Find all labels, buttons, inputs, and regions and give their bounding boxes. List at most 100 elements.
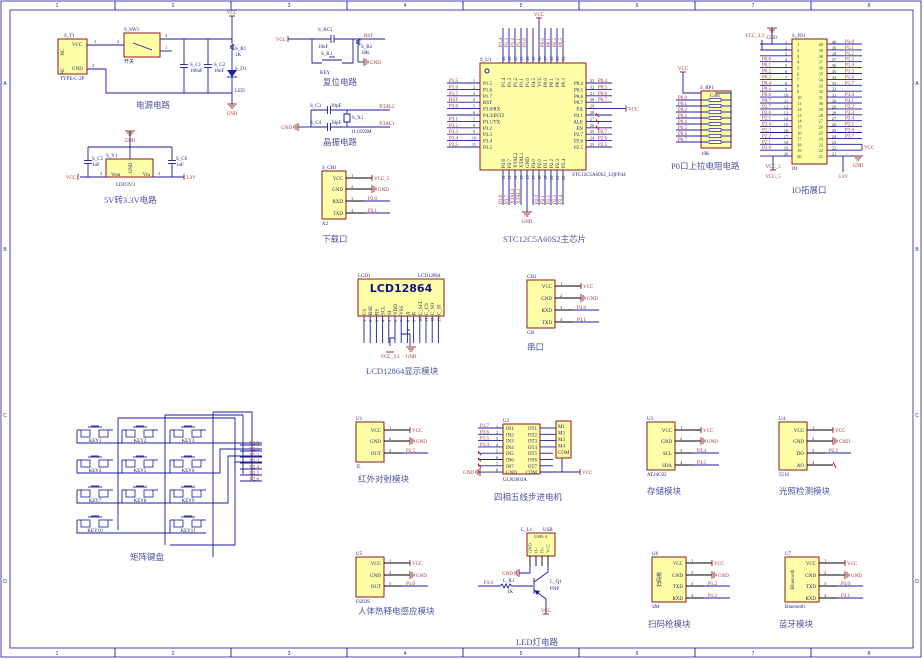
pin-number: 27	[819, 119, 824, 124]
net-label: P3.6	[845, 129, 855, 134]
pin-number: 1	[496, 424, 498, 429]
gnd-label: GND	[416, 574, 427, 579]
vcc-label: VCC_5	[765, 175, 781, 180]
pin-name: IN1	[506, 427, 514, 432]
gnd-label: GND	[587, 297, 598, 302]
net-label: P1.2	[708, 582, 718, 587]
pin-name: SCL	[663, 452, 672, 457]
stepper-title: 四相五线步进电机	[494, 492, 563, 502]
led-title: LED灯电路	[516, 637, 559, 647]
gnd-label: GND	[851, 574, 862, 579]
crystal-title: 晶振电路	[323, 137, 358, 147]
net-label: P1.1	[517, 37, 522, 47]
row-marker: B	[3, 247, 7, 253]
net-label: P2.5	[598, 143, 608, 148]
pin-name: VDD	[394, 304, 399, 315]
pin-number: 18	[797, 142, 802, 147]
k1-ref: S_K1	[321, 52, 333, 57]
pin-number: 2	[812, 436, 814, 441]
pin-number: 10	[784, 93, 789, 98]
pin-name: P0.2	[556, 77, 561, 87]
pin-name: GND	[805, 574, 816, 579]
usb-ref: S_T1	[64, 34, 75, 39]
key-contact	[80, 519, 91, 528]
key-contact	[98, 459, 109, 468]
rc1-value: 10uF	[318, 45, 329, 50]
pin-number: 33	[819, 83, 824, 88]
no-connect-mark	[477, 457, 482, 462]
pin-number: 13	[797, 113, 802, 118]
pin-number: 4	[797, 60, 800, 65]
pin-name: VCC	[794, 429, 805, 434]
pin-number: 1	[473, 78, 475, 83]
pin1-marker	[484, 68, 490, 74]
key-contact	[80, 429, 91, 438]
net-label: P0.5	[762, 87, 772, 92]
net-label: P2.5	[250, 472, 260, 477]
pin-number: 16	[525, 175, 530, 180]
pin-number: 17	[784, 134, 789, 139]
net-label: P2.1	[762, 140, 772, 145]
key-label: KEY4	[89, 469, 102, 474]
pin-number: 40	[525, 56, 530, 61]
c6-ref: S_C6	[176, 157, 188, 162]
io-ref: S_JD1	[792, 34, 806, 39]
pin-name: VCC	[72, 43, 83, 48]
pin-number: 24	[819, 136, 824, 141]
ldo-ref: S_Y1	[106, 154, 118, 159]
pin-number: 12	[430, 318, 435, 323]
gnd-label: GND	[463, 471, 474, 476]
net-label: P0.5	[678, 126, 688, 131]
pin-name: GND	[370, 574, 381, 579]
c1-value: 100uF	[190, 69, 203, 74]
scanner-body	[651, 556, 687, 603]
pin-name: OT5	[528, 452, 538, 457]
led-ref: L_L1	[521, 528, 533, 533]
pin-name: RXD	[332, 200, 343, 205]
pin-name: P2.6	[574, 140, 584, 145]
wire	[87, 68, 232, 94]
vcc-label: VCC	[412, 429, 423, 434]
pin-number: 20	[549, 175, 554, 180]
wire	[118, 417, 236, 469]
pin-name: P2.1	[544, 158, 549, 168]
pin-number: 37	[819, 60, 824, 65]
d1-value: LED	[235, 89, 245, 94]
pin-number: 32	[819, 89, 824, 94]
pin-number: 7	[399, 319, 404, 322]
key-label: KEY9	[182, 499, 195, 504]
net-label: P1.2	[511, 37, 516, 47]
q-value: PNP	[550, 587, 559, 592]
pin-number: 27	[590, 116, 595, 121]
wire	[213, 411, 253, 480]
pin-number: 34	[561, 56, 566, 61]
sheet-inner-border	[9, 9, 914, 649]
net-label: P1.0	[523, 37, 528, 47]
pin-number: 20	[797, 154, 802, 159]
serial-body	[526, 279, 556, 329]
column-marker: 7	[752, 651, 755, 657]
switch-body	[123, 32, 161, 58]
pin-number: 2	[92, 63, 94, 68]
pin-name: GND	[528, 543, 533, 553]
pin-number: 4	[560, 317, 563, 322]
pin-name: EN	[576, 127, 583, 132]
pin-number: 39	[531, 56, 536, 61]
wire	[170, 461, 262, 546]
net-label: P2.4	[250, 466, 260, 471]
vcc-label: VCC_3.3	[745, 34, 765, 39]
net-label: XTAL1	[379, 122, 395, 127]
vcc-label: VCC_3.3	[380, 355, 400, 360]
pir-part: D203S	[356, 600, 370, 605]
pin-number: 5	[387, 319, 392, 322]
pin-name: P3.5	[483, 146, 493, 151]
key-contact	[125, 459, 136, 468]
pin-name: P3.3	[483, 133, 493, 138]
pin-number: 31	[590, 91, 595, 96]
pin-name: P1.6	[483, 88, 493, 93]
pin-number: 7	[797, 77, 800, 82]
pin-name: GND	[72, 67, 83, 72]
resistor	[355, 38, 362, 62]
pin-number: 17	[531, 175, 536, 180]
key-label: KEY6	[182, 469, 195, 474]
